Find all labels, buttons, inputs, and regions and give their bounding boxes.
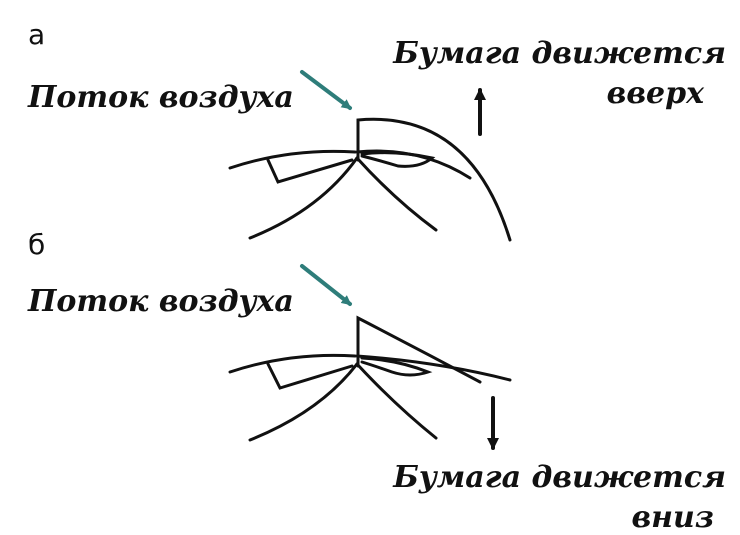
panel-a-airflow-label: Поток воздуха — [28, 80, 294, 115]
panel-b-paper-label-line1: Бумага движется — [393, 460, 726, 495]
panel-a-left-wing-curve — [228, 149, 357, 170]
panel-a-drawing — [228, 70, 512, 242]
panel-a-lower-left-curve — [248, 156, 359, 240]
panel-b-drawing — [228, 264, 512, 450]
panel-b-left-fold — [266, 362, 354, 390]
panel-b-airflow-arrow — [300, 264, 352, 306]
panel-a-paper-curve — [356, 117, 512, 242]
panel-b-left-wing-curve — [228, 353, 357, 374]
panel-a-airflow-arrow — [300, 70, 352, 110]
panel-b-right-fold — [360, 356, 433, 377]
panel-b-letter: б — [28, 228, 46, 261]
panel-b-paper-curve — [356, 315, 482, 384]
panel-b-lower-right-curve — [355, 362, 438, 440]
panel-b-lower-left-curve — [248, 362, 359, 442]
panel-a-letter: а — [28, 18, 46, 51]
panel-b-paper-label-line2: вниз — [631, 500, 714, 535]
panel-a-paper-label-line1: Бумага движется — [393, 36, 726, 71]
panel-b-airflow-label: Поток воздуха — [28, 284, 294, 319]
panel-a-right-fold — [360, 151, 436, 168]
panel-a-lower-right-curve — [355, 156, 438, 232]
panel-b-right-wing-curve — [355, 354, 512, 382]
panel-a-paper-label-line2: вверх — [606, 76, 704, 111]
panel-a-left-fold — [266, 158, 354, 184]
